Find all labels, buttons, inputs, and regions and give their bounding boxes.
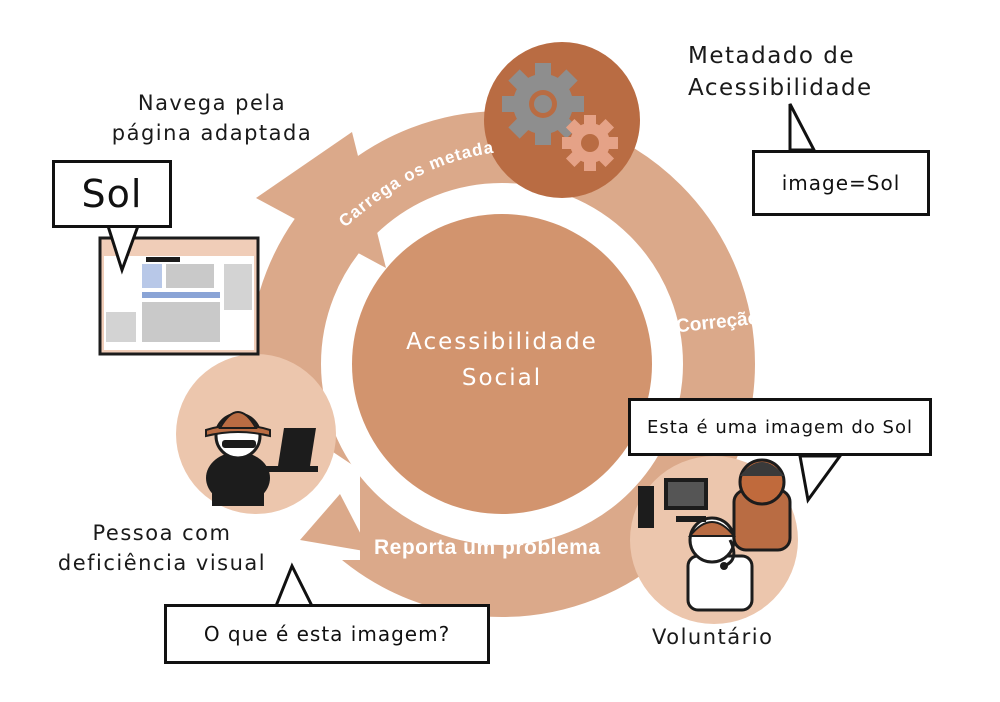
- metadata-bubble-tail: [788, 103, 817, 152]
- metadata-bubble: image=Sol: [752, 150, 930, 216]
- center-title: Acessibilidade Social: [352, 324, 652, 396]
- volunteer-bubble-text: Esta é uma imagem do Sol: [647, 416, 913, 438]
- cycle-arrow-tail: [300, 494, 370, 552]
- browse-label-line2: página adaptada: [111, 121, 313, 145]
- user-bubble-text: O que é esta imagem?: [203, 622, 451, 646]
- center-disc: [352, 214, 652, 514]
- metadata-bubble-text: image=Sol: [781, 171, 901, 195]
- sol-bubble: Sol: [52, 160, 172, 228]
- volunteer-bubble-tail: [798, 454, 843, 504]
- user-with-laptop-icon: [176, 354, 336, 514]
- user-label-line2: deficiência visual: [57, 551, 267, 575]
- metadata-label-line1: Metadado de: [688, 43, 856, 69]
- volunteer-label: Voluntário: [652, 625, 774, 649]
- cycle-arrow-head: [256, 132, 386, 268]
- user-bubble-tail: [273, 562, 315, 608]
- metadata-label-line2: Acessibilidade: [688, 75, 873, 101]
- browse-label-line1: Navega pela: [137, 91, 287, 115]
- sol-bubble-text: Sol: [81, 172, 143, 216]
- user-label-line1: Pessoa com: [92, 521, 232, 545]
- center-title-line1: Acessibilidade: [406, 329, 598, 355]
- metadata-label: Metadado de Acessibilidade: [688, 40, 873, 104]
- volunteer-bubble: Esta é uma imagem do Sol: [628, 398, 932, 456]
- browse-label: Navega pela página adaptada: [96, 88, 328, 148]
- volunteer-headset-icon: [630, 456, 798, 624]
- arc-label-report: Reporta um problema: [374, 536, 601, 559]
- user-label: Pessoa com deficiência visual: [48, 518, 276, 578]
- center-title-line2: Social: [461, 365, 543, 391]
- gear-icon: [484, 42, 640, 198]
- computer-icon: [638, 478, 708, 528]
- user-bubble: O que é esta imagem?: [164, 604, 490, 664]
